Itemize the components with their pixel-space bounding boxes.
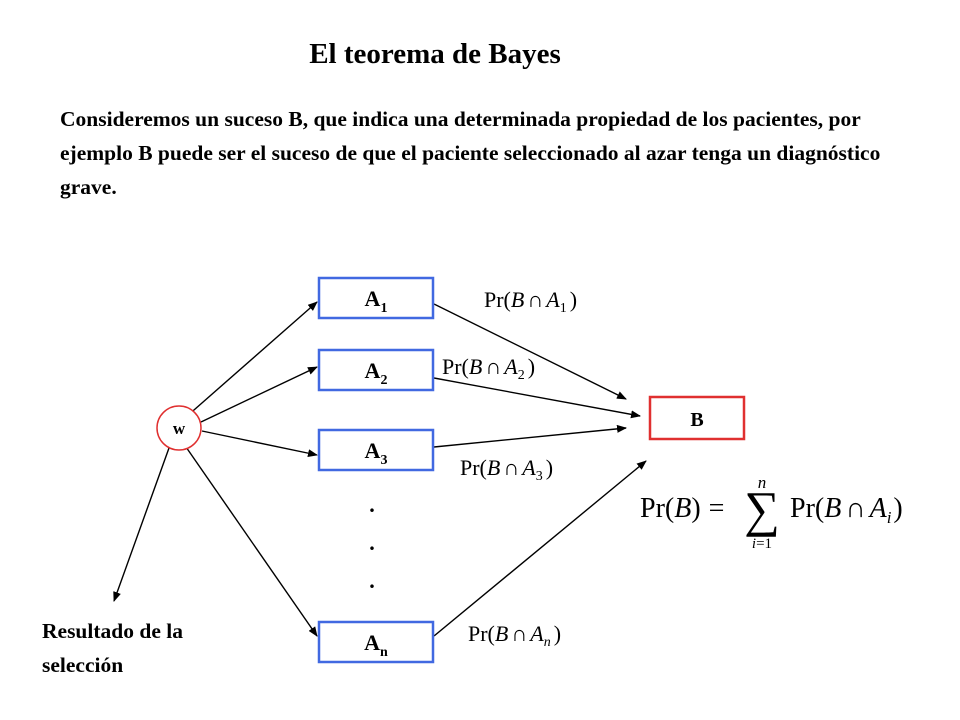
- edge-w-a2: [200, 366, 318, 423]
- ellipsis-dot: .: [369, 530, 375, 555]
- edge-w-a3: [201, 430, 318, 458]
- svg-text:Pr(B)=: Pr(B)=: [640, 493, 724, 524]
- ellipsis-dot: .: [369, 492, 375, 517]
- node-a3-base: A: [365, 438, 381, 463]
- node-a3: A3: [317, 428, 435, 472]
- svg-text:A3: A3: [365, 438, 388, 468]
- node-a2: A2: [317, 348, 435, 392]
- origin-label: w: [173, 419, 186, 438]
- edge-label-2: Pr(B∩A2): [442, 354, 535, 383]
- edge-a2-b: [433, 377, 641, 419]
- target-label: B: [690, 409, 703, 431]
- edge-a3-b: [433, 424, 627, 448]
- sum-lower: i=1: [752, 536, 772, 552]
- node-a2-sub: 2: [380, 373, 387, 388]
- node-a1-base: A: [365, 286, 381, 311]
- node-a2-base: A: [365, 358, 381, 383]
- ellipsis-dot: .: [369, 568, 375, 593]
- edge-w-result: [113, 447, 170, 602]
- svg-text:A1: A1: [365, 286, 388, 316]
- svg-text:An: An: [364, 630, 388, 660]
- node-a1-sub: 1: [380, 301, 387, 316]
- intro-paragraph: Consideremos un suceso B, que indica una…: [60, 107, 881, 199]
- edge-label-3: Pr(B∩A3): [460, 455, 553, 484]
- node-a3-sub: 3: [380, 453, 387, 468]
- sum-symbol: ∑: [744, 481, 780, 537]
- node-a1: A1: [317, 276, 435, 320]
- total-probability-formula: Pr(B)= n ∑ i=1 Pr(B∩Ai): [640, 473, 903, 552]
- edge-label-1: Pr(B∩A1): [484, 287, 577, 316]
- result-label: Resultado de la selección: [42, 619, 183, 677]
- node-an: An: [317, 620, 435, 664]
- node-an-base: A: [364, 630, 380, 655]
- slide-title: El teorema de Bayes: [309, 38, 561, 70]
- node-an-sub: n: [380, 645, 388, 660]
- edge-w-an: [185, 446, 318, 637]
- edge-an-b: [433, 460, 647, 637]
- target-node-b: B: [648, 395, 746, 441]
- edge-a1-b: [433, 303, 627, 400]
- edge-label-n: Pr(B∩An): [468, 621, 561, 650]
- sum-upper: n: [758, 473, 767, 492]
- svg-text:A2: A2: [365, 358, 388, 388]
- svg-text:Pr(B∩Ai): Pr(B∩Ai): [790, 493, 903, 527]
- edge-w-a1: [185, 301, 318, 418]
- origin-node-w: w: [156, 405, 202, 451]
